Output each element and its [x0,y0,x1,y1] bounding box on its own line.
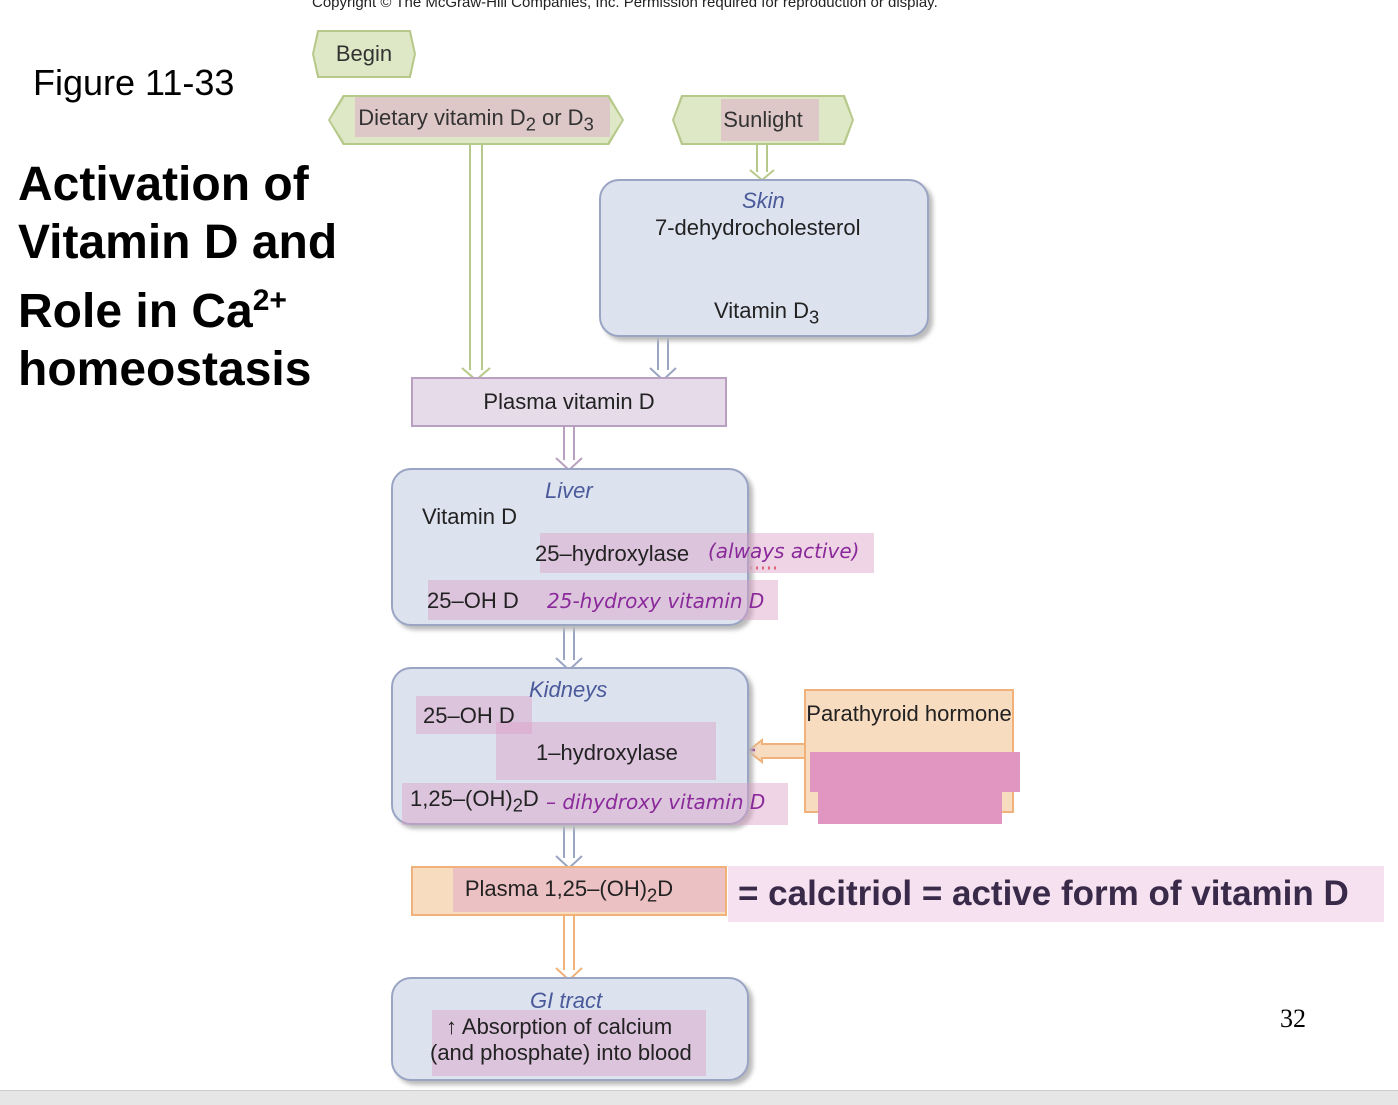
liver-label: Liver [545,478,593,503]
redaction-box [818,788,1002,824]
gi-line-1: ↑ Absorption of calcium [446,1014,673,1039]
kidneys-input: 25–OH D [423,703,515,728]
annotation-25-hydroxy: 25-hydroxy vitamin D [547,589,765,613]
arrow-dietary [461,143,491,382]
gi-tract-box [391,977,749,1081]
page-number: 32 [1280,1004,1306,1033]
arrow-plasma-liver [555,426,583,472]
arrow-pth [746,737,805,765]
liver-box [391,468,749,626]
sunlight-node: Sunlight [674,97,852,143]
kidneys-enzyme: 1–hydroxylase [536,740,678,765]
arrow-plasma-gi [555,914,583,982]
liver-enzyme: 25–hydroxylase [535,541,690,566]
annotation-dihydroxy: – dihydroxy vitamin D [546,790,766,814]
copyright-notice: Copyright © The McGraw-Hill Companies, I… [312,0,938,11]
kidneys-output: 1,25–(OH)2D [410,786,539,816]
gi-line-2: (and phosphate) into blood [430,1040,692,1065]
gi-tract-label: GI tract [530,988,603,1013]
dietary-text: Dietary vitamin D2 or D3 [358,104,594,135]
arrow-kidney-plasma [555,822,583,870]
figure-label: Figure 11-33 [33,62,235,103]
arrow-skin-plasma [649,335,677,382]
skin-box [599,179,929,337]
plasma-calcitriol-node: Plasma 1,25–(OH)2D [411,866,727,916]
bottom-bar [0,1090,1398,1105]
slide-title: Activation of Vitamin D and Role in Ca2+… [18,156,337,399]
skin-product: Vitamin D3 [714,298,820,328]
annotation-calcitriol: = calcitriol = active form of vitamin D [738,874,1349,913]
title-line: Vitamin D and [18,216,338,269]
arrow-liver-kidney [555,625,583,672]
liver-output: 25–OH D [427,588,519,613]
arrow-sunlight [749,143,775,182]
begin-node: Begin [314,32,414,76]
plasma-vitamin-d-node: Plasma vitamin D [411,377,727,427]
title-line: homeostasis [18,343,312,396]
redaction-box [810,752,1020,792]
skin-label: Skin [742,188,785,213]
kidneys-label: Kidneys [529,677,608,702]
title-line: Activation of [18,158,309,211]
title-line: Role in Ca2+ [18,284,287,338]
skin-substrate: 7-dehydrocholesterol [655,215,861,240]
annotation-always-active: (always active) [708,539,860,563]
kidneys-box [391,667,749,825]
dietary-node: Dietary vitamin D2 or D3 [330,97,622,143]
liver-input: Vitamin D [422,504,517,529]
